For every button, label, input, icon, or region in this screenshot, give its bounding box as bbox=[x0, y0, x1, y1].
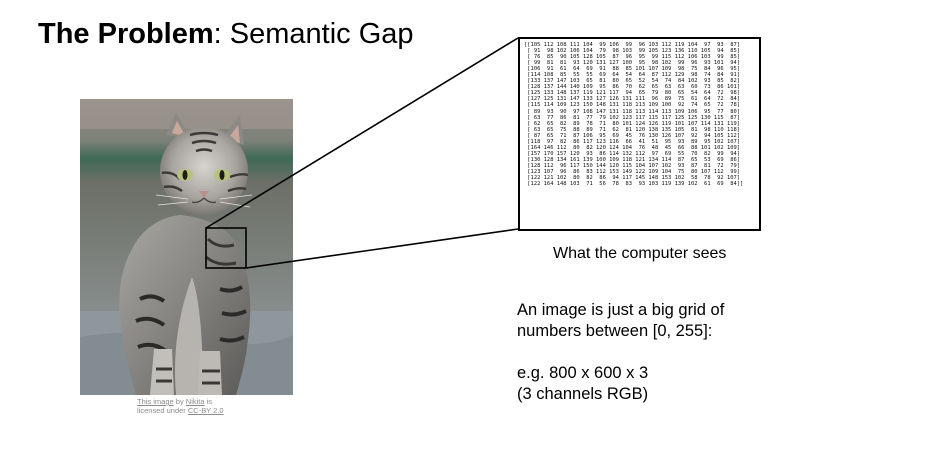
credit-line-1: This image by Nikita is bbox=[137, 397, 224, 406]
pixel-grid-row: [ 89 93 90 97 108 147 131 118 113 114 11… bbox=[524, 108, 741, 115]
pixel-grid-row: [122 121 102 80 82 86 94 117 145 148 153… bbox=[524, 175, 741, 182]
desc-line-2: numbers between [0, 255]: bbox=[517, 322, 713, 340]
pixel-grid-row: [ 62 65 82 89 78 71 80 101 124 126 119 1… bbox=[524, 120, 741, 127]
pixel-grid-row: [ 76 85 90 105 128 105 87 96 95 99 115 1… bbox=[524, 54, 741, 61]
pixel-grid-row: [118 97 82 86 117 123 116 66 41 51 95 93… bbox=[524, 138, 741, 145]
pixel-grid-row: [106 91 61 64 69 91 88 85 101 107 109 98… bbox=[524, 66, 741, 73]
credit-image-link[interactable]: This image bbox=[137, 397, 174, 406]
example-line-1: e.g. 800 x 600 x 3 bbox=[517, 364, 649, 382]
pixel-grid-row: [ 87 65 71 87 106 95 69 45 76 130 126 10… bbox=[524, 132, 741, 139]
credit-author-link[interactable]: Nikita bbox=[185, 397, 205, 406]
cat-photo bbox=[80, 99, 293, 395]
pixel-grid-row: [130 128 134 161 139 100 109 118 121 134… bbox=[524, 156, 741, 163]
image-credit: This image by Nikita is licensed under C… bbox=[137, 397, 224, 415]
zoom-region-box bbox=[205, 227, 247, 269]
pixel-grid-row: [164 146 112 80 82 120 124 104 76 48 45 … bbox=[524, 144, 741, 151]
pixel-grid-row: [114 108 85 55 55 69 64 54 64 87 112 129… bbox=[524, 72, 741, 79]
pixel-grid-row: [115 114 109 123 150 148 131 118 113 109… bbox=[524, 102, 741, 109]
pixel-grid-row: [ 63 65 75 88 89 71 62 81 120 138 135 10… bbox=[524, 126, 741, 133]
connector-line-top bbox=[205, 37, 519, 229]
grid-caption: What the computer sees bbox=[553, 245, 727, 262]
pixel-grid-row: [128 137 144 140 109 95 86 70 62 65 63 6… bbox=[524, 84, 741, 91]
pixel-grid-row: [128 112 96 117 150 144 120 115 104 107 … bbox=[524, 162, 741, 169]
credit-by-text: by bbox=[173, 397, 186, 406]
pixel-grid-row: [157 170 157 120 93 86 114 132 112 97 69… bbox=[524, 150, 741, 157]
pixel-grid-row: [125 133 148 137 119 121 117 94 65 79 80… bbox=[524, 90, 741, 97]
desc-line-1: An image is just a big grid of bbox=[517, 301, 725, 319]
credit-is-text: is bbox=[204, 397, 213, 406]
credit-license-link[interactable]: CC-BY 2.0 bbox=[187, 406, 224, 415]
credit-licensed-text: licensed under bbox=[137, 406, 188, 415]
slide-title: The Problem: Semantic Gap bbox=[38, 16, 414, 52]
cat-illustration bbox=[80, 99, 293, 395]
pixel-grid-row: [133 137 147 103 65 81 80 65 52 54 74 84… bbox=[524, 78, 741, 85]
pixel-grid-row: [122 164 148 103 71 56 78 83 93 103 119 … bbox=[524, 181, 744, 188]
description: An image is just a big grid of numbers b… bbox=[517, 300, 724, 405]
pixel-value-grid: [[105 112 108 111 104 99 106 99 96 103 1… bbox=[518, 37, 761, 231]
pixel-grid-row: [127 125 131 147 133 127 126 131 111 96 … bbox=[524, 96, 741, 103]
pixel-grid-row: [ 99 81 81 93 120 131 127 100 95 98 102 … bbox=[524, 60, 741, 67]
credit-line-2: licensed under CC-BY 2.0 bbox=[137, 406, 224, 415]
example-line-2: (3 channels RGB) bbox=[517, 385, 649, 403]
connector-line-bottom bbox=[245, 228, 519, 269]
pixel-grid-row: [[105 112 108 111 104 99 106 99 96 103 1… bbox=[524, 42, 741, 48]
pixel-grid-row: [ 63 77 86 81 77 79 102 123 117 115 117 … bbox=[524, 114, 741, 121]
pixel-grid-row: [ 91 98 102 106 104 79 98 103 99 105 123… bbox=[524, 48, 741, 55]
pixel-grid-row: [123 107 96 86 83 112 153 149 122 109 10… bbox=[524, 168, 741, 175]
title-bold: The Problem bbox=[38, 18, 214, 50]
title-rest: : Semantic Gap bbox=[213, 18, 414, 50]
